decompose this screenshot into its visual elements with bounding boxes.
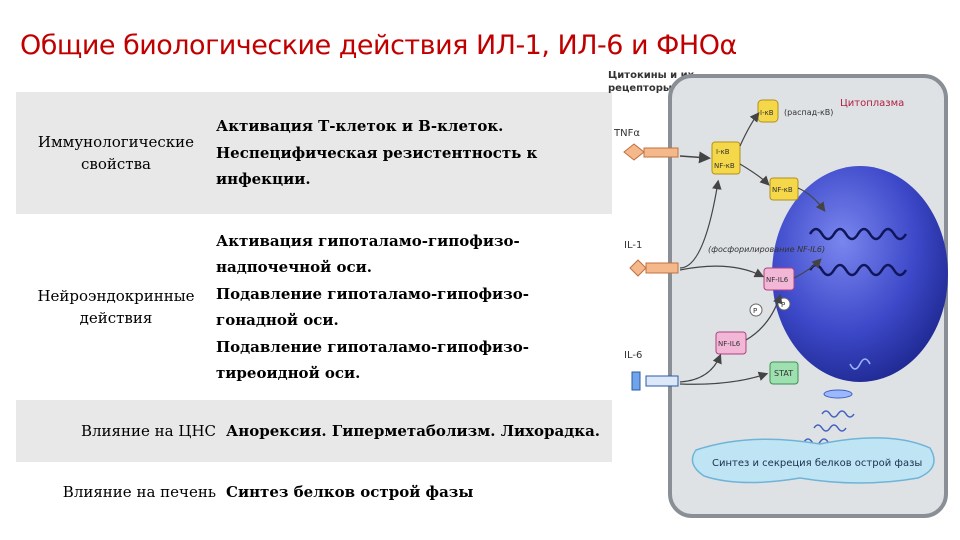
value-line: Синтез белков острой фазы	[226, 482, 474, 501]
effects-table: Иммунологические свойства Активация Т-кле…	[16, 92, 612, 522]
cytoplasm-label: Цитоплазма	[840, 98, 904, 109]
row-value: Активация Т-клеток и В-клеток. Неспецифи…	[216, 92, 612, 214]
row-label-line: действия	[79, 309, 153, 327]
ikb-decay: (распад-κB)	[784, 108, 833, 117]
row-value: Активация гипоталамо-гипофизо- надпочечн…	[216, 214, 612, 400]
row-label: Иммунологические свойства	[16, 92, 216, 214]
row-label-line: свойства	[81, 155, 151, 173]
ikb-top: I-κB	[760, 109, 774, 117]
tnf-label: TNFα	[613, 128, 640, 139]
complex-bottom: NF-κB	[714, 162, 735, 170]
value-line: инфекции.	[216, 170, 311, 189]
table-row: Влияние на печень Синтез белков острой ф…	[16, 462, 612, 522]
phospho-mark: P	[781, 301, 785, 309]
table-row: Нейроэндокринные действия Активация гипот…	[16, 214, 612, 400]
row-value: Анорексия. Гиперметаболизм. Лихорадка.	[226, 400, 612, 462]
dna-strand	[808, 227, 908, 241]
value-line: тиреоидной оси.	[216, 364, 361, 382]
nucleus	[772, 166, 948, 382]
row-label-line: Иммунологические	[37, 133, 195, 151]
value-line: Подавление гипоталамо-гипофизо-	[216, 284, 529, 303]
row-label: Влияние на ЦНС	[16, 400, 226, 462]
row-label: Нейроэндокринные действия	[16, 214, 216, 400]
value-line: Анорексия. Гиперметаболизм. Лихорадка.	[226, 421, 601, 440]
stat-box	[769, 361, 799, 385]
il1-label: IL-1	[624, 240, 642, 251]
il6-label: IL-6	[624, 350, 642, 361]
row-label-line: Влияние на печень	[62, 483, 216, 501]
liver-synthesis: Синтез и секреция белков острой фазы	[712, 458, 922, 469]
row-value: Синтез белков острой фазы	[226, 462, 612, 522]
tnf-receptor	[643, 147, 679, 158]
nfkb-free: NF-κB	[772, 186, 793, 194]
row-label-line: Нейроэндокринные	[37, 287, 195, 305]
nfkb-box	[769, 177, 799, 201]
diagram-header: Цитокины и их	[608, 70, 695, 81]
nfil6-right-box	[763, 267, 795, 291]
page-title: Общие биологические действия ИЛ-1, ИЛ-6 …	[20, 30, 737, 61]
complex-top: I-κB	[716, 148, 730, 156]
synthesis-band	[691, 437, 935, 484]
il6-receptor	[631, 371, 641, 391]
value-line: Подавление гипоталамо-гипофизо-	[216, 337, 529, 356]
dna-strand	[808, 263, 908, 277]
value-line: Активация гипоталамо-гипофизо-	[216, 231, 520, 250]
nfil6-left-box	[715, 331, 747, 355]
value-line: Активация Т-клеток и В-клеток.	[216, 117, 504, 136]
nfil6-left: NF-IL6	[718, 340, 741, 348]
ikb-nfkb-complex	[711, 141, 741, 175]
value-line: надпочечной оси.	[216, 258, 372, 276]
row-label-line: Влияние на ЦНС	[81, 422, 216, 440]
nfil6-right: NF-IL6	[766, 276, 789, 284]
row-label: Влияние на печень	[16, 462, 226, 522]
value-line: гонадной оси.	[216, 311, 339, 329]
value-line: Неспецифическая резистентность к	[216, 143, 538, 162]
cytokine-signaling-diagram: Цитокины и их рецепторы Цитоплазма TNFα …	[608, 70, 948, 518]
table-row: Иммунологические свойства Активация Т-кле…	[16, 92, 612, 214]
stat-label: STAT	[774, 369, 793, 378]
phospho-mark: P	[753, 307, 757, 315]
ikb-box	[757, 99, 779, 123]
table-row: Влияние на ЦНС Анорексия. Гиперметаболиз…	[16, 400, 612, 462]
il1-receptor	[645, 262, 679, 274]
diagram-header: рецепторы	[608, 83, 672, 94]
phospho-label: (фосфорилирование NF-IL6)	[708, 245, 825, 254]
